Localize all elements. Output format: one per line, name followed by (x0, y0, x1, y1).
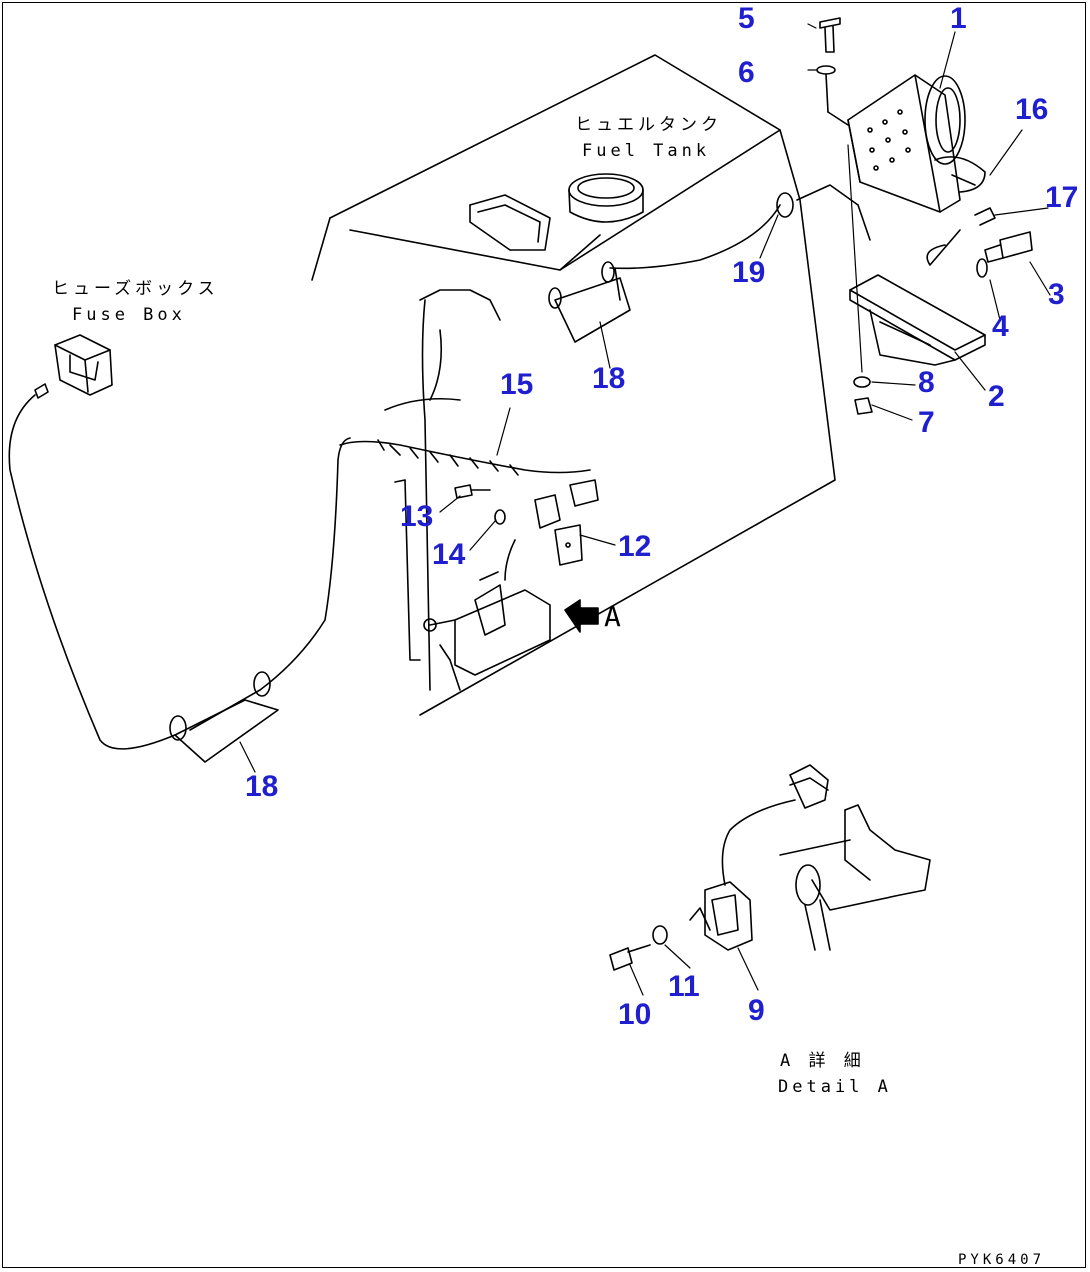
fuel-tank-label-en: Fuel Tank (582, 141, 711, 161)
hardware (816, 17, 1033, 415)
detail-a-label-en: Detail A (778, 1077, 892, 1097)
fuse-box-label-jp: ヒューズボックス (52, 279, 219, 299)
callout-6: 6 (738, 56, 755, 89)
fuel-tank (311, 54, 836, 716)
callout-7: 7 (918, 406, 935, 439)
clamp-wire (8, 394, 351, 763)
fuse-box (34, 334, 113, 399)
callout-11: 11 (668, 970, 700, 1003)
detail-a-view (609, 764, 931, 971)
callout-5: 5 (738, 2, 755, 35)
callout-1: 1 (950, 2, 967, 35)
callout-4: 4 (992, 310, 1009, 343)
callout-16: 16 (1015, 93, 1049, 126)
wiring-harness (339, 184, 961, 476)
callout-10: 10 (618, 998, 652, 1031)
leader-lines (239, 23, 1051, 996)
callout-14: 14 (432, 538, 466, 571)
fuse-box-label-en: Fuse Box (72, 305, 186, 325)
sender-unit (394, 479, 599, 691)
callout-2: 2 (988, 380, 1005, 413)
callout-15: 15 (500, 368, 534, 401)
callout-13: 13 (400, 500, 434, 533)
callout-17: 17 (1045, 181, 1079, 214)
fuel-tank-label-jp: ヒュエルタンク (575, 115, 722, 135)
callout-19: 19 (732, 256, 766, 289)
drawing-code: PYK6407 (958, 1252, 1046, 1268)
callout-9: 9 (748, 994, 765, 1027)
callout-12: 12 (618, 530, 652, 563)
view-marker-a: A (604, 600, 625, 633)
callout-8: 8 (918, 366, 935, 399)
callout-18-bottom: 18 (245, 770, 279, 803)
callout-3: 3 (1048, 278, 1065, 311)
fuel-gauge-assembly (827, 74, 986, 373)
callout-18-top: 18 (592, 362, 626, 395)
detail-a-label-jp: A 詳 細 (780, 1051, 865, 1071)
